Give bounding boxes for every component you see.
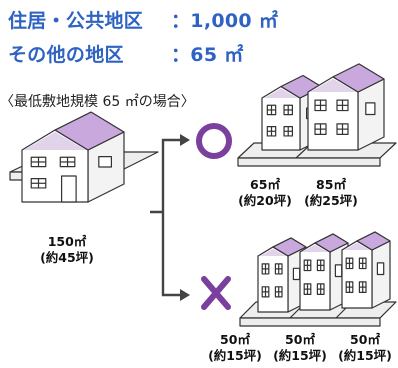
- arrow-up: [180, 134, 190, 146]
- window: [292, 267, 301, 281]
- house-front-wall: [299, 242, 331, 311]
- house-roof: [314, 233, 349, 253]
- original-house: [21, 111, 125, 203]
- house-roof: [332, 63, 385, 93]
- branch-lines: [150, 138, 180, 297]
- arrow-down: [180, 289, 190, 301]
- caption: 〈最低敷地規模 65 ㎡の場合〉: [0, 94, 195, 110]
- ok-lot-1-tsubo: (約20坪): [238, 193, 292, 208]
- window: [98, 156, 113, 168]
- ng-lot-3-area: 50㎡: [350, 332, 380, 347]
- ng-lot-3-label: 50㎡ (約15坪): [333, 332, 397, 364]
- ok-house-2: [307, 63, 385, 151]
- house-front-wall: [341, 240, 373, 309]
- window: [376, 262, 385, 276]
- rule-residential-public-label: 住居・公共地区: [8, 10, 144, 32]
- ng-house-3: [341, 231, 391, 309]
- ok-lots-edge: [237, 157, 381, 167]
- house-roof: [54, 111, 125, 151]
- ng-lots-edge: [239, 317, 381, 327]
- rule-residential-public-value: ：1,000 ㎡: [171, 10, 279, 32]
- rule-other-districts-value: ：65 ㎡: [171, 44, 244, 66]
- ng-lot-1-label: 50㎡ (約15坪): [203, 332, 267, 364]
- rule-other-districts: その他の地区 ：65 ㎡: [8, 40, 243, 67]
- original-lot-label: 150㎡ (約45坪): [22, 234, 112, 266]
- house-roof: [272, 237, 307, 257]
- house-front-wall: [257, 246, 289, 313]
- ng-cross-icon: [201, 276, 231, 310]
- ok-lot-2-area: 85㎡: [316, 177, 346, 192]
- ng-house-2: [299, 233, 349, 311]
- ng-lot-1-area: 50㎡: [220, 332, 250, 347]
- rule-other-districts-label: その他の地区: [8, 44, 124, 66]
- ok-circle-icon: [196, 123, 232, 159]
- house-roof: [356, 231, 391, 251]
- window: [365, 102, 376, 116]
- ok-lot-2-tsubo: (約25坪): [304, 193, 358, 208]
- rule-residential-public: 住居・公共地区 ：1,000 ㎡: [8, 6, 278, 33]
- window: [334, 264, 343, 278]
- ng-lot-1-tsubo: (約15坪): [208, 348, 262, 363]
- ok-lot-1-label: 65㎡ (約20坪): [235, 177, 295, 209]
- ok-lot-1-area: 65㎡: [250, 177, 280, 192]
- door: [60, 175, 77, 203]
- ng-house-1: [257, 237, 307, 313]
- ng-lot-2-tsubo: (約15坪): [273, 348, 327, 363]
- original-lot-area: 150㎡: [47, 234, 87, 249]
- original-lot-tsubo: (約45坪): [40, 250, 94, 265]
- ng-lot-3-tsubo: (約15坪): [338, 348, 392, 363]
- ng-lot-2-area: 50㎡: [285, 332, 315, 347]
- ok-lot-2-label: 85㎡ (約25坪): [296, 177, 366, 209]
- ng-lot-2-label: 50㎡ (約15坪): [268, 332, 332, 364]
